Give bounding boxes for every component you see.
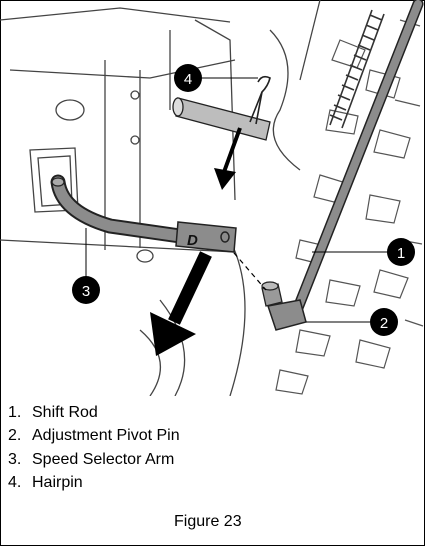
figure-illustration: D 1 2 3 4 (0, 0, 424, 396)
large-direction-arrow (150, 251, 212, 356)
pin-shaft (172, 97, 271, 141)
callout-3: 3 (72, 276, 100, 304)
legend-item: 2. Adjustment Pivot Pin (8, 425, 180, 449)
legend-label: Shift Rod (32, 403, 98, 421)
legend-label: Speed Selector Arm (32, 450, 175, 468)
arm-marking: D (187, 232, 198, 249)
speed-selector-arm (50, 174, 237, 253)
legend-number: 2. (8, 427, 22, 445)
hairpin (249, 75, 271, 125)
alignment-line (227, 245, 267, 291)
legend-item: 3. Speed Selector Arm (8, 448, 180, 472)
callout-4-number: 4 (184, 71, 192, 88)
callout-1: 1 (387, 238, 415, 266)
small-direction-arrow (214, 127, 242, 190)
callout-2: 2 (370, 308, 398, 336)
legend-item: 4. Hairpin (8, 472, 180, 496)
callout-2-number: 2 (380, 315, 388, 332)
callout-3-number: 3 (82, 283, 90, 300)
legend-number: 4. (8, 474, 22, 492)
parts-legend: 1. Shift Rod 2. Adjustment Pivot Pin 3. … (8, 401, 180, 495)
callout-leaders (85, 77, 396, 323)
legend-label: Adjustment Pivot Pin (32, 427, 180, 445)
callout-4: 4 (174, 64, 202, 92)
legend-label: Hairpin (32, 474, 83, 492)
legend-item: 1. Shift Rod (8, 401, 180, 425)
shift-rod (288, 0, 424, 324)
figure-caption: Figure 23 (174, 513, 242, 530)
adjustment-pivot-pin (261, 281, 307, 331)
legend-number: 3. (8, 450, 22, 468)
legend-number: 1. (8, 403, 22, 421)
spring (329, 9, 385, 129)
callout-1-number: 1 (397, 245, 405, 262)
